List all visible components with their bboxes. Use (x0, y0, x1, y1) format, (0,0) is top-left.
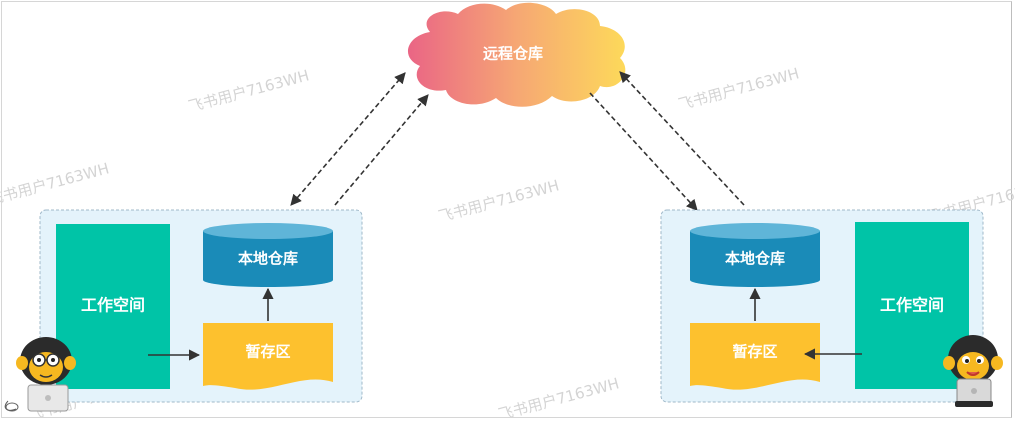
left-workspace-label: 工作空间 (81, 296, 145, 315)
watermark: 飞书用户7163WH (676, 64, 801, 114)
right-developer-group: 工作空间 本地仓库 暂存区 (660, 209, 984, 403)
right-local-repo-label: 本地仓库 (725, 250, 785, 268)
sync-arrows (290, 71, 745, 211)
right-staging: 暂存区 (690, 323, 820, 390)
monkey-with-laptop-icon (943, 335, 1003, 407)
left-local-repo: 本地仓库 (203, 223, 333, 287)
right-local-repo: 本地仓库 (690, 223, 820, 287)
watermark: 飞书用户7163WH (436, 176, 561, 226)
monkey-with-laptop-icon (4, 337, 76, 412)
pull-arrow-right (589, 92, 698, 211)
clone-arrow-left (290, 72, 406, 206)
left-developer-group: 工作空间 本地仓库 暂存区 (39, 209, 363, 403)
left-local-repo-label: 本地仓库 (238, 250, 298, 268)
right-workspace-label: 工作空间 (880, 296, 944, 315)
left-staging: 暂存区 (203, 323, 333, 390)
push-arrow-right (619, 71, 745, 206)
right-staging-label: 暂存区 (732, 343, 777, 361)
watermark: 飞书用户7163WH (496, 374, 621, 421)
remote-repo-cloud: 远程仓库 (407, 2, 626, 107)
remote-repo-label: 远程仓库 (483, 45, 543, 63)
push-arrow-left (334, 94, 429, 206)
watermark: 飞书用户7163WH (0, 159, 111, 209)
left-staging-label: 暂存区 (245, 343, 290, 361)
watermark: 飞书用户7163WH (186, 66, 311, 116)
